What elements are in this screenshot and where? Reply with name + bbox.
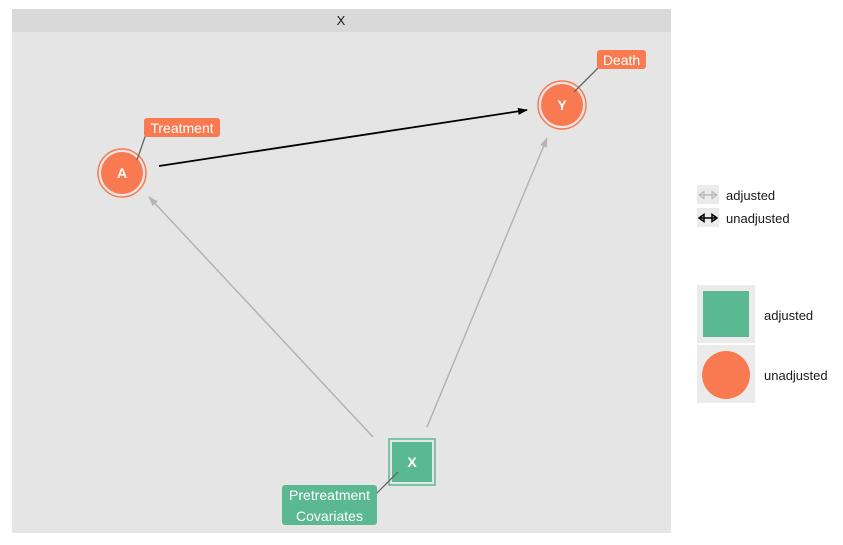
- node-x-label-line: Pretreatment: [289, 487, 370, 503]
- facet-strip-title: X: [337, 13, 346, 28]
- edge-a-to-y: [158, 107, 528, 167]
- facet-strip: [12, 9, 671, 32]
- label-box-y: Death: [597, 50, 646, 69]
- node-legend-label-unadjusted: unadjusted: [764, 368, 828, 383]
- node-y: Y: [537, 80, 587, 130]
- edge-legend-label-adjusted: adjusted: [726, 188, 775, 203]
- edge-x-to-y: [426, 137, 548, 428]
- node-x-label-line: Covariates: [296, 508, 363, 524]
- edge-x-to-a: [148, 196, 374, 438]
- node-x: X: [388, 438, 436, 486]
- node-legend-label-adjusted: adjusted: [764, 308, 813, 323]
- edge-legend-label-unadjusted: unadjusted: [726, 211, 790, 226]
- node-a-label: Treatment: [150, 120, 213, 136]
- label-leader-y: [573, 65, 601, 93]
- edge-legend: adjusted unadjusted: [697, 185, 790, 227]
- node-a: A: [97, 148, 147, 198]
- node-a-name: A: [117, 165, 127, 181]
- label-box-a: Treatment: [144, 118, 220, 137]
- label-leader-a: [136, 133, 147, 161]
- node-x-name: X: [407, 454, 417, 470]
- node-y-name: Y: [557, 97, 567, 113]
- node-legend: adjusted unadjusted: [697, 285, 828, 403]
- node-y-label: Death: [603, 52, 640, 68]
